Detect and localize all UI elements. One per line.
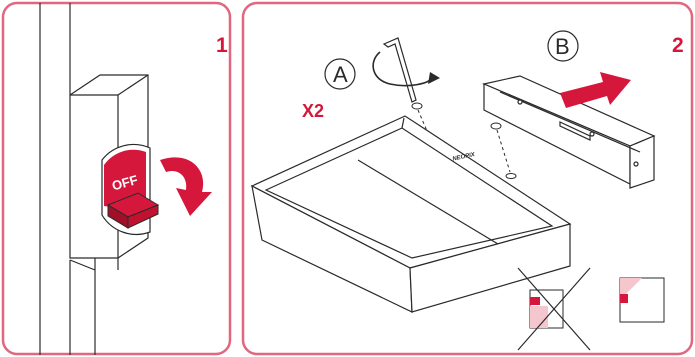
rotation-arrowhead bbox=[428, 72, 440, 84]
off-switch: OFF bbox=[102, 144, 158, 234]
push-arrow-icon bbox=[560, 72, 631, 108]
step-number-2: 2 bbox=[672, 34, 684, 57]
label-b: B bbox=[555, 34, 570, 59]
panel-1: OFF 1 bbox=[3, 3, 230, 355]
step-number-1: 1 bbox=[216, 34, 228, 57]
panel-2: 2 A X2 B bbox=[243, 3, 692, 354]
incorrect-corner-icon bbox=[518, 268, 590, 350]
allen-key-icon bbox=[384, 38, 416, 102]
rotation-arrow-icon bbox=[160, 157, 212, 216]
correct-corner-icon bbox=[620, 278, 664, 322]
label-a: A bbox=[333, 62, 348, 87]
multiplier-label: X2 bbox=[302, 101, 324, 121]
light-panel bbox=[252, 116, 570, 312]
